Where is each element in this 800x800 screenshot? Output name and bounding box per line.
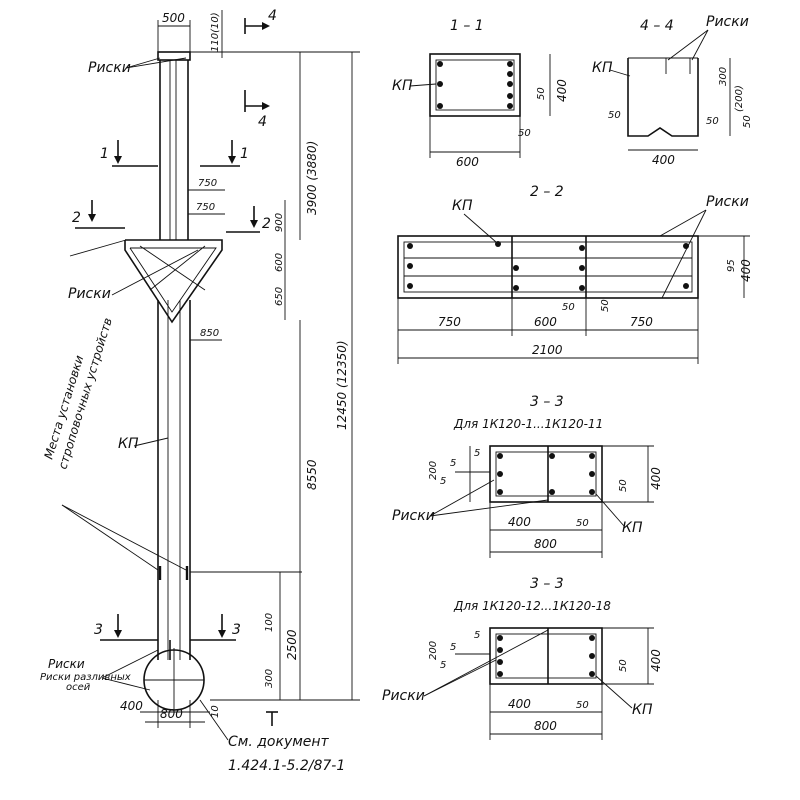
- dim-650: 650: [274, 287, 285, 306]
- cut-mark-2-right: 2: [262, 216, 271, 232]
- dim-850: 850: [200, 328, 219, 339]
- dim-s33a-b: 5: [450, 458, 456, 469]
- dim-s33b-h: 200: [428, 641, 439, 660]
- section-1-1: 1 – 1 КП 600 400 50 50: [392, 18, 569, 169]
- dim-s22-e: 95: [726, 259, 737, 272]
- dim-400-bottom: 400: [120, 699, 143, 713]
- dim-s33a-r: 50: [618, 479, 629, 492]
- dim-s44-c: 50: [742, 115, 753, 128]
- dim-s11-h: 400: [555, 79, 569, 102]
- dim-900: 900: [274, 213, 285, 232]
- label-sm-doc-2: 1.424.1-5.2/87-1: [228, 758, 345, 774]
- section-1-1-title: 1 – 1: [450, 18, 484, 34]
- cut-mark-4-mid: 4: [258, 114, 267, 130]
- dim-s22-c: 750: [630, 315, 653, 329]
- section-3-3-a: 3 – 3 Для 1К120-1...1К120-11 200 5 5 5 Р…: [392, 394, 663, 558]
- dim-s33a-h: 200: [428, 461, 439, 480]
- dim-s44-h1: 300: [718, 67, 729, 86]
- dim-s22-b: 600: [534, 315, 557, 329]
- dim-s33a-total: 800: [534, 537, 557, 551]
- label-sm-doc-1: См. документ: [228, 734, 330, 750]
- cut-mark-1-right: 1: [240, 146, 249, 162]
- cut-mark-3-left: 3: [94, 622, 103, 638]
- label-kp-main: КП: [118, 436, 139, 452]
- label-riski-s22: Риски: [706, 194, 749, 210]
- dim-s33b-w2: 50: [576, 700, 589, 711]
- label-riski-rozliv-3: осей: [66, 682, 91, 693]
- dim-s44-a: 50: [608, 110, 621, 121]
- dim-s33b-b: 5: [450, 642, 456, 653]
- dim-8550: 8550: [305, 459, 319, 490]
- dim-s22-a: 750: [438, 315, 461, 329]
- section-2-2: 2 – 2 КП Риски 750 600 750 2100 400 95 5…: [397, 184, 753, 364]
- cut-mark-2-left: 2: [72, 210, 81, 226]
- dim-s44-h2: (200): [734, 85, 745, 112]
- dim-s33b-a: 5: [474, 630, 480, 641]
- dim-10: 10: [210, 705, 221, 718]
- dim-s44-w: 400: [652, 153, 675, 167]
- dim-top-height: 110(10): [210, 12, 221, 52]
- dim-750a: 750: [198, 178, 217, 189]
- dim-2500: 2500: [285, 629, 299, 660]
- dim-s33a-a: 5: [474, 448, 480, 459]
- section-3-3a-sub: Для 1К120-1...1К120-11: [453, 417, 603, 431]
- dim-s11-b: 50: [518, 128, 531, 139]
- section-4-4: 4 – 4 Риски КП 50 400 300 (200) 50 50: [592, 14, 753, 167]
- dim-3900: 3900 (3880): [305, 141, 319, 215]
- dim-s11-w: 600: [456, 155, 479, 169]
- dim-s33a-w2: 50: [576, 518, 589, 529]
- cut-mark-3-right: 3: [232, 622, 241, 638]
- dim-s33b-c: 5: [440, 660, 446, 671]
- dim-s22-g: 50: [600, 299, 611, 312]
- label-kp-s33a: КП: [622, 520, 643, 536]
- label-riski-s33b: Риски: [382, 688, 425, 704]
- cut-mark-4-top: 4: [268, 8, 277, 24]
- label-kp-s11: КП: [392, 78, 413, 94]
- label-kp-s22: КП: [452, 198, 473, 214]
- dim-s33b-rh: 400: [649, 649, 663, 672]
- column-elevation: [124, 51, 223, 728]
- label-riski-top: Риски: [88, 60, 131, 76]
- dim-300: 300: [264, 669, 275, 688]
- dim-s33b-total: 800: [534, 719, 557, 733]
- dim-s33b-w1: 400: [508, 697, 531, 711]
- dim-s44-b: 50: [706, 116, 719, 127]
- dim-s22-h: 400: [739, 259, 753, 282]
- label-riski-s33a: Риски: [392, 508, 435, 524]
- dim-s22-total: 2100: [532, 343, 563, 357]
- dim-s33a-w1: 400: [508, 515, 531, 529]
- dim-s33a-c: 5: [440, 476, 446, 487]
- dim-12450: 12450 (12350): [335, 340, 349, 430]
- section-3-3-b: 3 – 3 Для 1К120-12...1К120-18 200 5 5 5 …: [382, 576, 663, 740]
- dim-600: 600: [274, 253, 285, 272]
- section-3-3b-sub: Для 1К120-12...1К120-18: [453, 599, 611, 613]
- cut-marks: 4 4 1 1 2 2 3 3: [72, 8, 277, 641]
- section-4-4-title: 4 – 4: [640, 18, 674, 34]
- dim-s11-a: 50: [536, 87, 547, 100]
- label-riski-corbel: Риски: [68, 286, 111, 302]
- dim-top-width: 500: [162, 11, 185, 25]
- label-kp-s44: КП: [592, 60, 613, 76]
- label-riski-s44: Риски: [706, 14, 749, 30]
- dim-750b: 750: [196, 202, 215, 213]
- dim-s22-f: 50: [562, 302, 575, 313]
- section-3-3a-title: 3 – 3: [530, 394, 564, 410]
- label-riski-rozliv-2: Риски разливных: [40, 672, 131, 683]
- dim-100: 100: [264, 613, 275, 632]
- dim-800-bottom: 800: [160, 707, 183, 721]
- label-kp-s33b: КП: [632, 702, 653, 718]
- cut-mark-1-left: 1: [100, 146, 109, 162]
- dim-s33b-r: 50: [618, 659, 629, 672]
- section-2-2-title: 2 – 2: [530, 184, 564, 200]
- section-3-3b-title: 3 – 3: [530, 576, 564, 592]
- main-dimensions: 500 110(10) 3900 (3880) 12450 (12350) 85…: [120, 10, 360, 726]
- dim-s33a-rh: 400: [649, 467, 663, 490]
- label-riski-rozliv-1: Риски: [48, 657, 85, 671]
- main-labels: Риски Риски КП Места установки строповоч…: [40, 57, 345, 774]
